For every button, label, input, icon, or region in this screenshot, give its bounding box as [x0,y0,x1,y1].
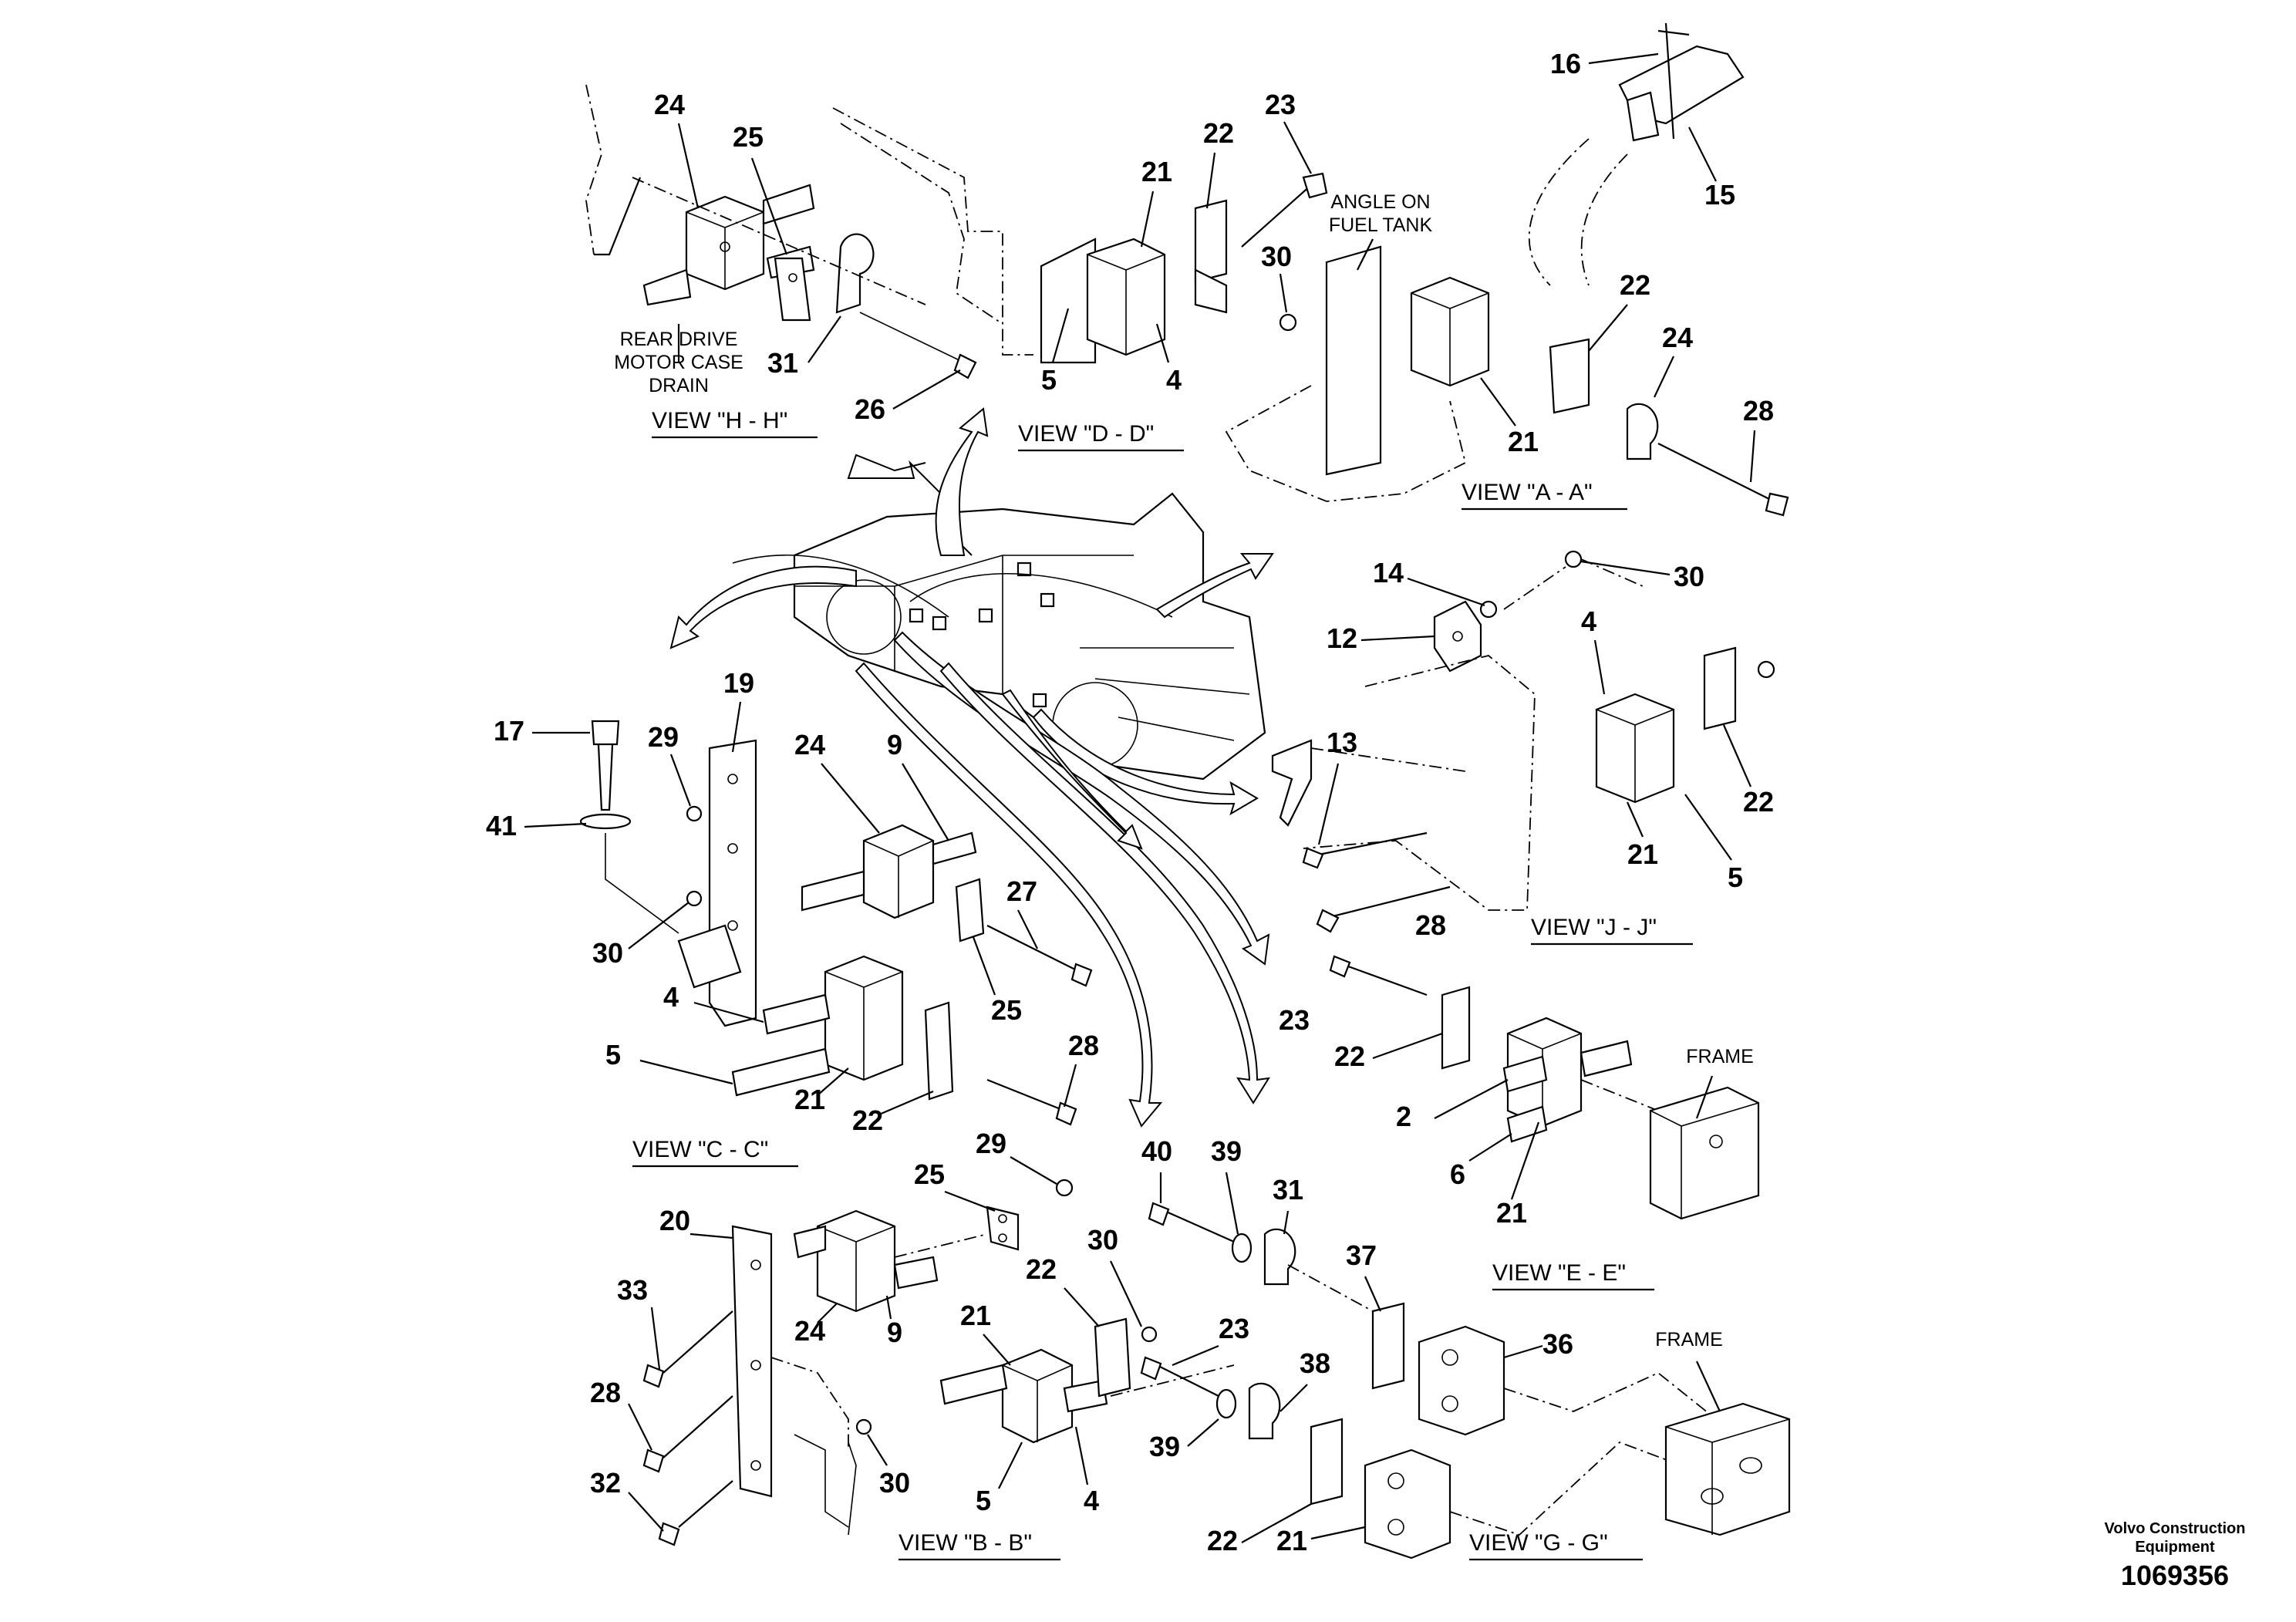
view-dd-group: 23 22 21 5 4 VIEW "D - D" [832,89,1328,452]
view-title-bb: VIEW "B - B" [899,1530,1032,1556]
view-ee-group: FRAME 23 22 2 6 21 VIEW "E - E" [1279,955,1760,1291]
callout: 24 [654,89,685,120]
callout: 21 [1508,426,1539,457]
callout: 20 [659,1205,690,1236]
central-machine [669,407,1274,1128]
callout: 9 [887,729,902,760]
callout: 16 [1550,48,1581,79]
note-rear-drive-line2: MOTOR CASE [614,352,743,373]
callout: 36 [1542,1328,1573,1360]
callout: 22 [1743,786,1774,818]
callout: 33 [617,1274,648,1306]
callout: 9 [887,1317,902,1348]
callout: 31 [767,347,798,379]
callout: 5 [976,1485,991,1516]
callout: 22 [1334,1040,1365,1072]
callout: 30 [592,937,623,969]
callout: 30 [1261,241,1292,272]
view-title-cc: VIEW "C - C" [632,1137,768,1162]
callout: 22 [1620,269,1650,301]
callout: 19 [723,667,754,699]
callout: 25 [914,1158,945,1190]
callout: 39 [1149,1431,1180,1462]
callout: 21 [960,1300,991,1331]
callout: 2 [1396,1101,1411,1132]
callout: 22 [1026,1253,1057,1285]
callout: 25 [733,121,764,153]
callout: 14 [1373,557,1404,588]
view-gg-group: FRAME 40 39 31 37 23 36 38 39 22 21 VIEW… [1140,1135,1791,1561]
callout: 4 [1581,605,1596,637]
view-hh-group: 24 25 31 26 REAR DRIVE MOTOR CASE DRAIN … [585,84,1003,439]
note-angle-line1: ANGLE ON [1330,191,1430,213]
clamp-block-24 [685,195,765,291]
callout: 4 [663,981,679,1013]
callout: 21 [1276,1525,1307,1556]
view-cc-group: 19 17 29 24 9 41 27 30 4 25 28 5 21 22 V… [486,667,1099,1168]
callout: 26 [855,393,885,425]
callout: 22 [852,1104,883,1136]
callout: 30 [1087,1224,1118,1256]
view-title-dd: VIEW "D - D" [1018,421,1154,447]
view-title-aa: VIEW "A - A" [1462,480,1593,505]
callout: 28 [590,1377,621,1408]
callout: 17 [494,715,524,747]
callout: 27 [1006,875,1037,907]
callout: 29 [976,1128,1006,1159]
note-rear-drive-line1: REAR DRIVE [620,329,738,350]
view-aa-group: ANGLE ON FUEL TANK 16 15 30 22 24 21 28 … [1225,22,1789,517]
callout: 40 [1141,1135,1172,1167]
callout: 6 [1450,1158,1465,1190]
callout: 23 [1265,89,1296,120]
callout: 39 [1211,1135,1242,1167]
callout: 5 [605,1039,621,1071]
company-name-line1: Volvo Construction [2105,1520,2246,1537]
callout: 4 [1166,364,1182,396]
callout: 23 [1279,1004,1310,1036]
callout: 25 [991,994,1022,1026]
callout: 22 [1207,1525,1238,1556]
view-title-ee: VIEW "E - E" [1492,1260,1626,1286]
callout: 31 [1273,1174,1303,1206]
callout: 24 [1662,322,1693,353]
callout: 21 [1496,1197,1527,1229]
callout: 28 [1743,395,1774,427]
callout: 21 [1141,156,1172,187]
callout: 28 [1415,909,1446,941]
callout: 13 [1327,727,1357,758]
callout: 21 [794,1084,825,1115]
callout: 5 [1041,364,1057,396]
note-frame-e: FRAME [1686,1046,1754,1067]
callout: 30 [879,1467,910,1499]
callout: 41 [486,810,517,841]
view-jj-group: 14 30 12 4 13 22 21 5 28 VIEW "J - J" [1271,550,1775,946]
callout: 29 [648,721,679,753]
view-title-jj: VIEW "J - J" [1531,915,1657,940]
callout: 22 [1203,117,1234,149]
document-number: 1069356 [2121,1560,2229,1591]
callout: 23 [1219,1313,1249,1344]
company-name-line2: Equipment [2135,1539,2215,1556]
note-rear-drive-line3: DRAIN [649,375,709,396]
view-bb-group: 29 25 20 22 30 33 24 9 21 28 30 32 5 4 V… [590,1128,1235,1561]
footer-block: Volvo Construction Equipment 1069356 [2105,1520,2246,1591]
view-title-hh: VIEW "H - H" [652,408,787,433]
callout: 28 [1068,1030,1099,1061]
view-title-gg: VIEW "G - G" [1469,1530,1608,1556]
callout: 21 [1627,838,1658,870]
callout: 38 [1300,1347,1330,1379]
callout: 15 [1704,179,1735,211]
note-frame-g: FRAME [1655,1329,1723,1351]
callout: 30 [1674,561,1704,592]
callout: 37 [1346,1239,1377,1271]
callout: 32 [590,1467,621,1499]
note-angle-line2: FUEL TANK [1329,214,1433,236]
callout: 5 [1728,862,1743,893]
callout: 4 [1084,1485,1099,1516]
callout: 24 [794,729,825,760]
callout: 12 [1327,622,1357,654]
